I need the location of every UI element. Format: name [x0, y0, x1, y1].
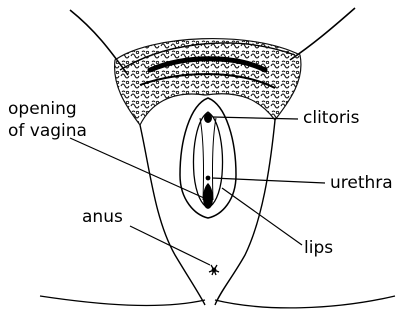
- outline-left-leg: [140, 125, 205, 305]
- leader-opening: [70, 138, 204, 198]
- outline-right-leg: [215, 120, 275, 305]
- label-urethra: urethra: [330, 172, 393, 194]
- leader-anus: [130, 226, 210, 265]
- leader-lips: [222, 188, 302, 245]
- leader-urethra: [212, 178, 325, 183]
- outline-buttocks: [40, 296, 395, 308]
- clitoris-shape: [204, 113, 212, 123]
- label-opening-line2: of vagina: [8, 120, 87, 142]
- label-lips: lips: [304, 237, 333, 259]
- anus-shape: [209, 265, 219, 275]
- label-opening-of-vagina: opening of vagina: [8, 98, 87, 142]
- label-anus: anus: [82, 206, 123, 228]
- outline-right-thigh: [290, 8, 355, 60]
- urethra-shape: [206, 176, 211, 181]
- vaginal-opening-shape: [203, 183, 213, 209]
- label-opening-line1: opening: [8, 98, 87, 120]
- label-clitoris: clitoris: [303, 107, 359, 129]
